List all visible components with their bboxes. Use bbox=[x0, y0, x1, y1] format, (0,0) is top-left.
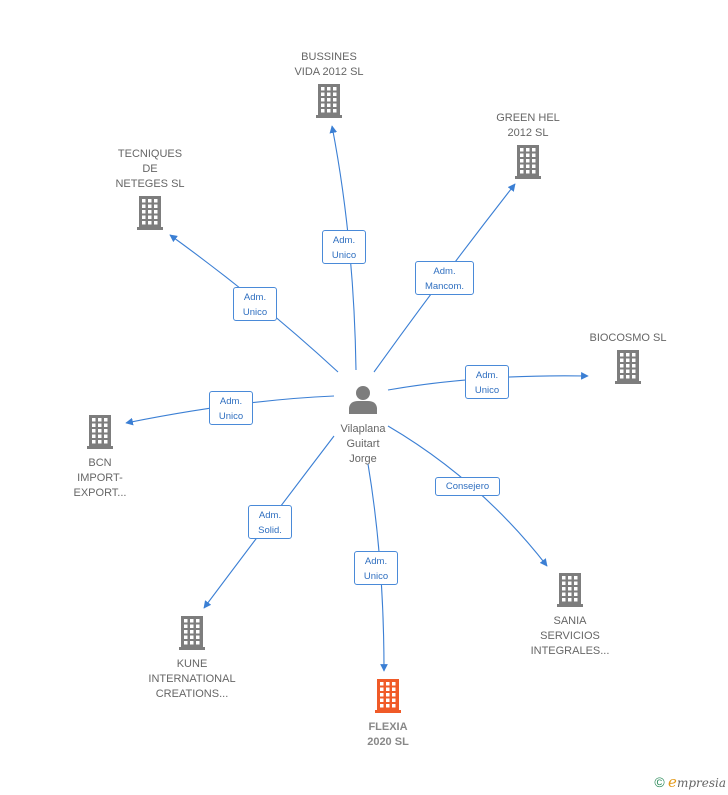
node-label-kune[interactable]: KUNE INTERNATIONAL CREATIONS... bbox=[148, 658, 236, 700]
building-icon-bcn[interactable] bbox=[87, 415, 113, 449]
building-icon-tecniques[interactable] bbox=[137, 196, 163, 230]
edge-label-sania[interactable]: Consejero bbox=[435, 477, 500, 496]
edge-label-bussines[interactable]: Adm. Unico bbox=[322, 230, 366, 264]
building-icon-sania[interactable] bbox=[557, 573, 583, 607]
edge-label-greenhel[interactable]: Adm. Mancom. bbox=[415, 261, 474, 295]
edge-label-flexia[interactable]: Adm. Unico bbox=[354, 551, 398, 585]
icons-layer bbox=[87, 84, 641, 713]
copyright-symbol: © bbox=[654, 774, 665, 790]
building-icon-kune[interactable] bbox=[179, 616, 205, 650]
edge-label-kune[interactable]: Adm. Solid. bbox=[248, 505, 292, 539]
center-person-name[interactable]: Vilaplana Guitart Jorge bbox=[340, 423, 386, 465]
edge-label-bcn[interactable]: Adm. Unico bbox=[209, 391, 253, 425]
node-label-greenhel[interactable]: GREEN HEL 2012 SL bbox=[496, 112, 560, 139]
node-label-tecniques[interactable]: TECNIQUES DE NETEGES SL bbox=[115, 148, 185, 190]
building-icon-flexia[interactable] bbox=[375, 679, 401, 713]
edges-layer bbox=[125, 125, 589, 672]
node-label-sania[interactable]: SANIA SERVICIOS INTEGRALES... bbox=[530, 615, 610, 657]
node-label-biocosmo[interactable]: BIOCOSMO SL bbox=[589, 332, 667, 344]
node-label-bussines[interactable]: BUSSINES VIDA 2012 SL bbox=[294, 51, 364, 78]
person-icon[interactable] bbox=[349, 386, 377, 414]
edge-label-tecniques[interactable]: Adm. Unico bbox=[233, 287, 277, 321]
edge-label-biocosmo[interactable]: Adm. Unico bbox=[465, 365, 509, 399]
building-icon-bussines[interactable] bbox=[316, 84, 342, 118]
footer-brand: © empresia bbox=[654, 773, 726, 791]
building-icon-biocosmo[interactable] bbox=[615, 350, 641, 384]
building-icon-greenhel[interactable] bbox=[515, 145, 541, 179]
node-label-bcn[interactable]: BCN IMPORT- EXPORT... bbox=[73, 457, 127, 499]
brand-name: mpresia bbox=[676, 776, 726, 790]
brand-initial: e bbox=[668, 773, 677, 791]
node-label-flexia[interactable]: FLEXIA 2020 SL bbox=[367, 721, 409, 748]
